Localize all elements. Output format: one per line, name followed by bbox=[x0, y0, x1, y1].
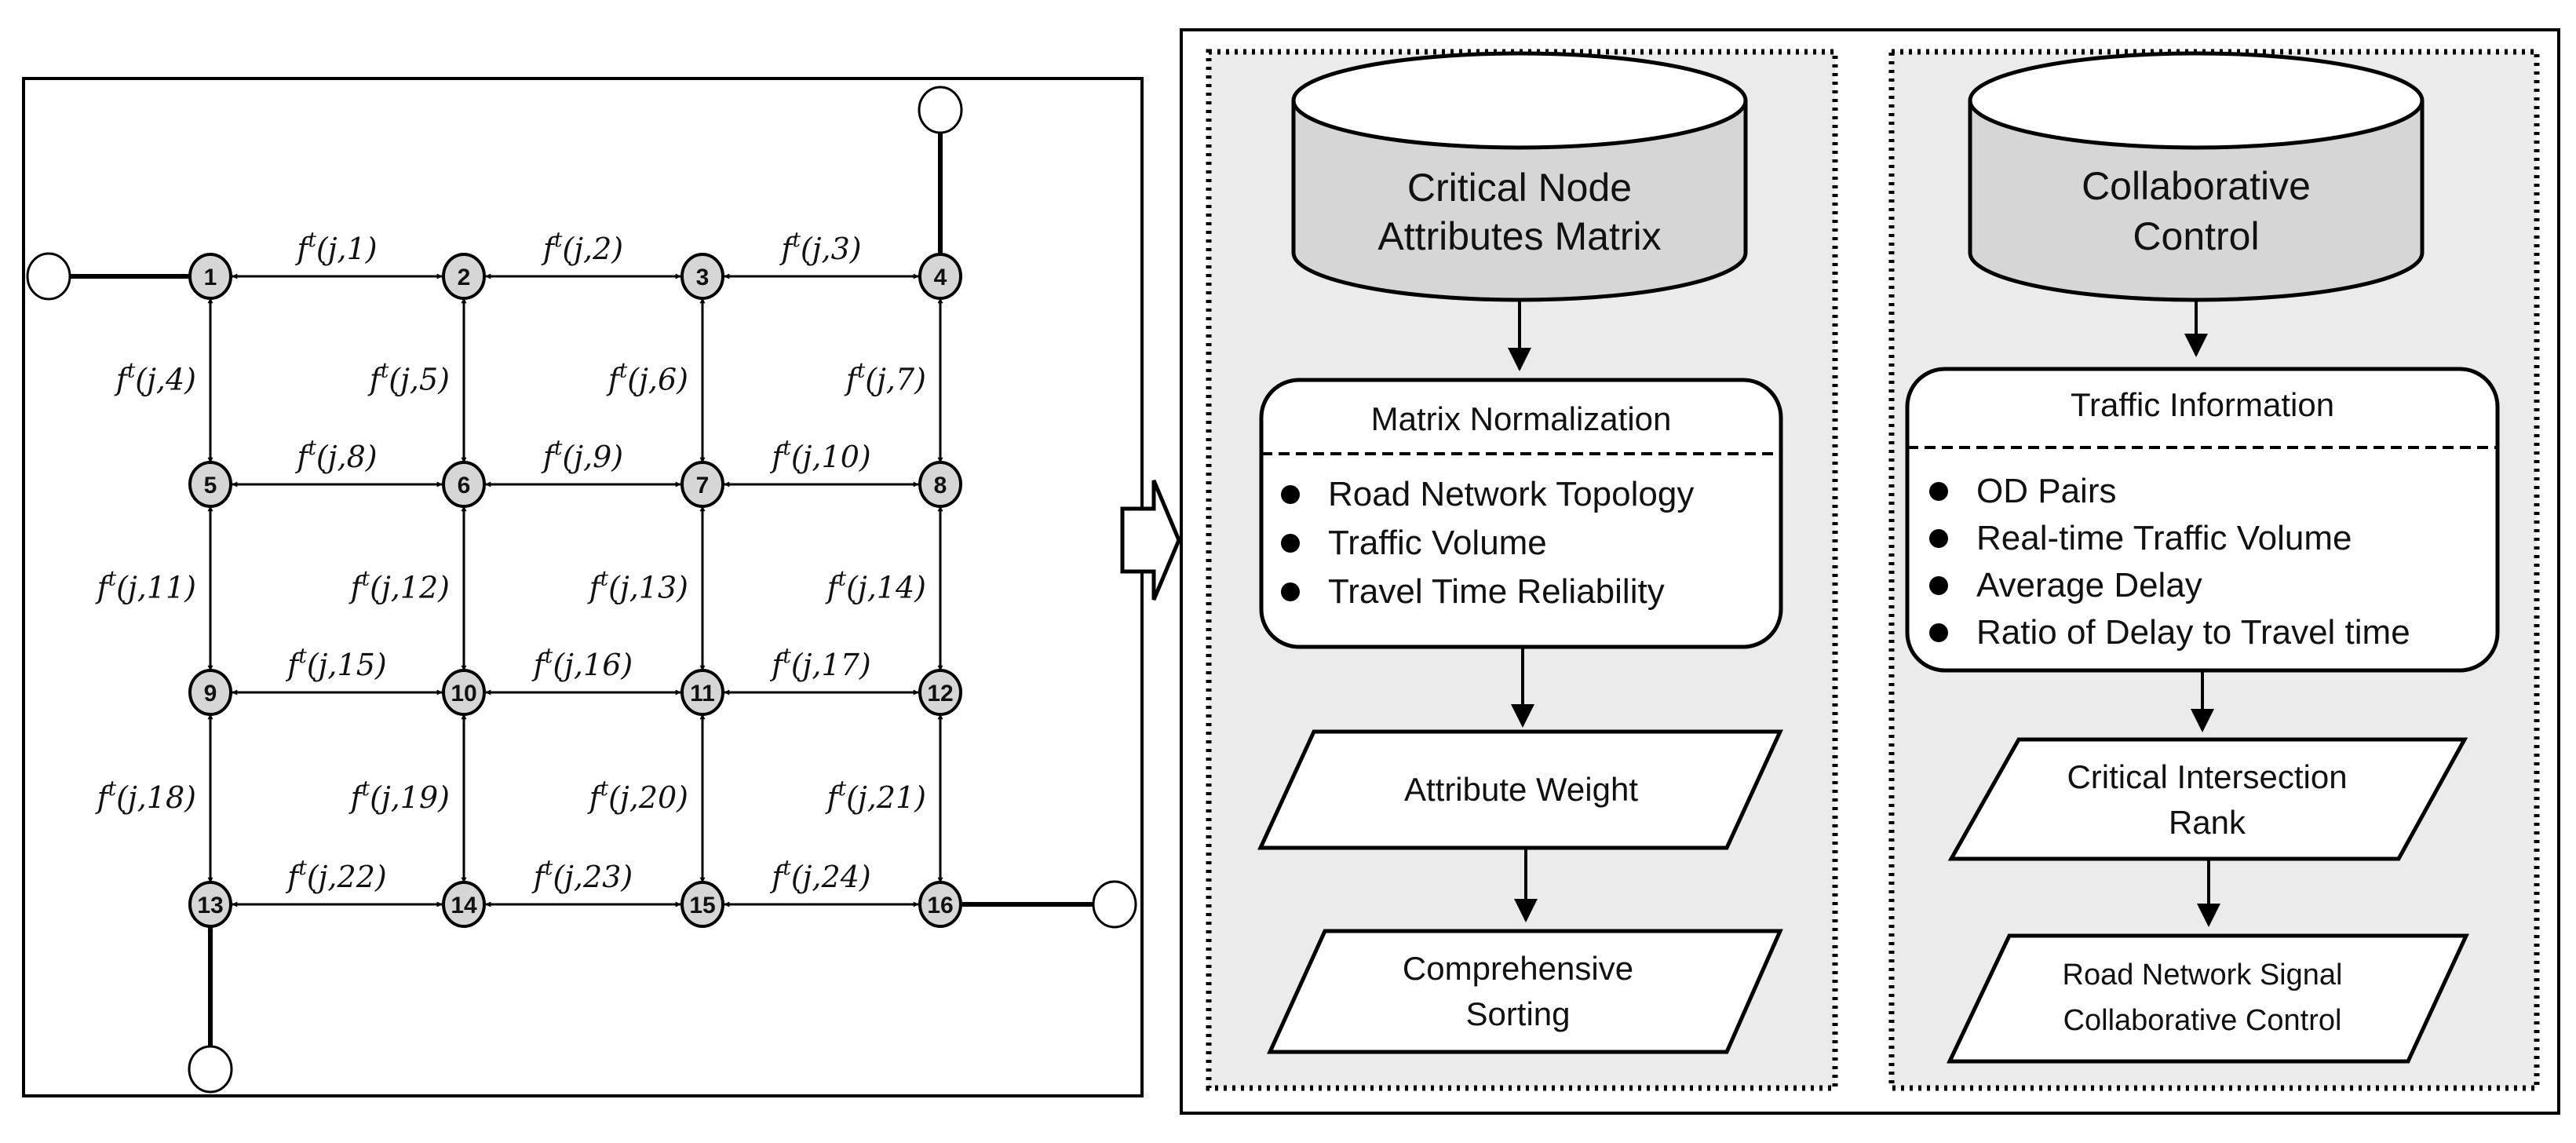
edge-label-9: ft(j,9) bbox=[541, 436, 623, 474]
intersection-node-15 bbox=[680, 881, 724, 928]
process-item: Real-time Traffic Volume bbox=[1976, 519, 2352, 557]
right-io-2-text-line2: Collaborative Control bbox=[2063, 1004, 2342, 1037]
entry-terminal-3 bbox=[1092, 880, 1137, 929]
edge-label-12: ft(j,12) bbox=[348, 568, 450, 605]
intersection-node-label-3: 3 bbox=[696, 265, 710, 290]
intersection-node-11 bbox=[680, 669, 724, 716]
intersection-node-label-2: 2 bbox=[458, 265, 471, 290]
edge-label-1: ft(j,1) bbox=[294, 228, 377, 266]
network-edge-labels: ft(j,1) ft(j,2) ft(j,3) ft(j,4) ft(j,5) ft(j,… bbox=[95, 228, 926, 894]
intersection-node-8 bbox=[918, 461, 962, 508]
left-process-title: Matrix Normalization bbox=[1371, 400, 1672, 437]
edge-label-6: ft(j,6) bbox=[606, 360, 688, 397]
left-io-box-2 bbox=[1267, 929, 1783, 1054]
hollow-arrow-1 bbox=[1120, 480, 1181, 601]
intersection-node-14 bbox=[442, 881, 486, 928]
process-item: Average Delay bbox=[1976, 566, 2202, 604]
left-flow: Critical Node Attributes Matrix Matrix N… bbox=[1257, 51, 1783, 1054]
intersection-node-label-8: 8 bbox=[934, 473, 947, 498]
bullet-icon bbox=[1929, 623, 1948, 642]
intersection-node-13 bbox=[188, 881, 232, 928]
edge-label-16: ft(j,16) bbox=[531, 645, 633, 682]
bullet-icon bbox=[1281, 485, 1300, 504]
entry-terminal-1 bbox=[26, 252, 71, 301]
intersection-node-label-4: 4 bbox=[934, 265, 947, 290]
intersection-node-label-1: 1 bbox=[204, 265, 217, 290]
right-database-title-line2: Control bbox=[2133, 214, 2259, 258]
process-item: Ratio of Delay to Travel time bbox=[1976, 613, 2410, 652]
intersection-node-6 bbox=[442, 461, 486, 508]
right-process-title: Traffic Information bbox=[2071, 386, 2334, 423]
process-item: Travel Time Reliability bbox=[1328, 572, 1665, 611]
intersection-node-label-10: 10 bbox=[451, 681, 476, 707]
bullet-icon bbox=[1281, 534, 1300, 553]
edge-label-4: ft(j,4) bbox=[114, 360, 196, 397]
edge-label-13: ft(j,13) bbox=[587, 568, 688, 605]
edge-label-7: ft(j,7) bbox=[844, 360, 926, 397]
edge-label-3: ft(j,3) bbox=[779, 228, 861, 266]
left-io-1-text: Attribute Weight bbox=[1404, 771, 1638, 808]
bullet-icon bbox=[1929, 529, 1948, 548]
intersection-node-label-12: 12 bbox=[927, 681, 953, 707]
left-database-title-line2: Attributes Matrix bbox=[1377, 214, 1661, 258]
intersection-node-label-14: 14 bbox=[451, 893, 477, 918]
bullet-icon bbox=[1929, 482, 1948, 501]
intersection-node-label-11: 11 bbox=[690, 681, 715, 707]
edge-label-22: ft(j,22) bbox=[285, 856, 386, 894]
bullet-icon bbox=[1929, 576, 1948, 595]
edge-label-2: ft(j,2) bbox=[541, 228, 623, 266]
intersection-node-label-7: 7 bbox=[696, 473, 710, 498]
intersection-node-9 bbox=[188, 669, 232, 716]
intersection-node-label-15: 15 bbox=[689, 893, 715, 918]
process-item: Traffic Volume bbox=[1328, 524, 1547, 562]
right-io-2-text-line1: Road Network Signal bbox=[2063, 959, 2343, 991]
intersection-node-label-6: 6 bbox=[458, 473, 471, 498]
process-item: OD Pairs bbox=[1976, 472, 2116, 510]
right-database-cylinder bbox=[1968, 51, 2425, 302]
right-flow: Collaborative Control Traffic Informatio… bbox=[1905, 51, 2500, 1064]
intersection-node-16 bbox=[918, 881, 962, 928]
intersection-node-1 bbox=[188, 253, 232, 300]
right-io-1-text-line1: Critical Intersection bbox=[2067, 758, 2347, 795]
process-item: Road Network Topology bbox=[1328, 475, 1694, 513]
intersection-node-label-16: 16 bbox=[927, 893, 953, 918]
edge-label-11: ft(j,11) bbox=[95, 568, 196, 605]
intersection-node-label-13: 13 bbox=[197, 893, 223, 918]
intersection-node-4 bbox=[918, 253, 962, 300]
intersection-node-5 bbox=[188, 461, 232, 508]
left-process-box bbox=[1259, 378, 1783, 649]
bullet-icon bbox=[1281, 582, 1300, 601]
edge-label-5: ft(j,5) bbox=[367, 360, 450, 397]
right-process-box bbox=[1905, 367, 2500, 673]
edge-label-8: ft(j,8) bbox=[294, 436, 377, 474]
left-database-title-line1: Critical Node bbox=[1407, 166, 1632, 210]
left-io-box-1 bbox=[1257, 729, 1783, 850]
intersection-node-label-9: 9 bbox=[204, 681, 217, 707]
intersection-node-7 bbox=[680, 461, 724, 508]
intersection-node-3 bbox=[680, 253, 724, 300]
right-io-1-text-line2: Rank bbox=[2169, 804, 2246, 841]
edge-label-19: ft(j,19) bbox=[348, 777, 450, 815]
intersection-node-12 bbox=[918, 669, 962, 716]
network-edges bbox=[26, 86, 1137, 1094]
right-database-title-line1: Collaborative bbox=[2082, 164, 2311, 208]
intersection-node-2 bbox=[442, 253, 486, 300]
intersection-node-10 bbox=[442, 669, 486, 716]
entry-terminal-2 bbox=[918, 86, 963, 134]
intersection-node-label-5: 5 bbox=[204, 473, 217, 498]
right-io-box-2 bbox=[1947, 933, 2469, 1064]
left-io-2-text-line1: Comprehensive bbox=[1403, 950, 1633, 987]
edge-label-18: ft(j,18) bbox=[95, 777, 196, 815]
left-database-cylinder bbox=[1291, 51, 1748, 302]
entry-terminal-4 bbox=[188, 1045, 233, 1094]
right-io-box-1 bbox=[1947, 737, 2468, 861]
left-io-2-text-line2: Sorting bbox=[1465, 995, 1570, 1032]
